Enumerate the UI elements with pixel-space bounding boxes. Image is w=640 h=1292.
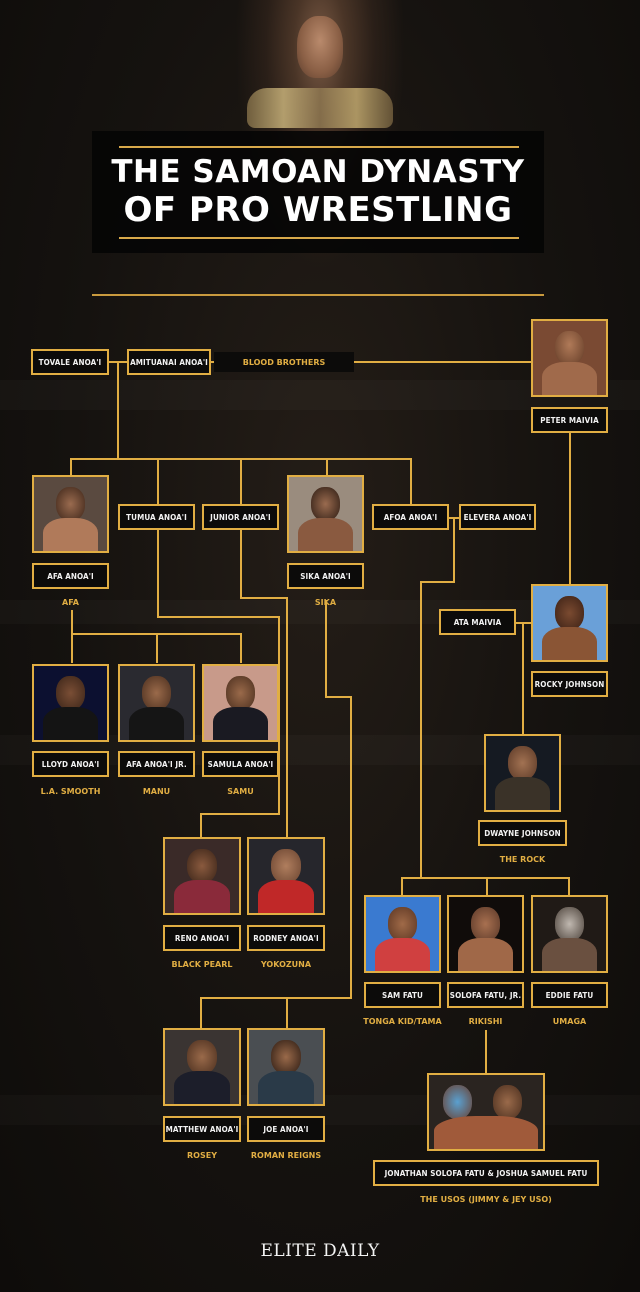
name-box-eddie-fatu: EDDIE FATU [531,982,608,1008]
name-box-sam-fatu: SAM FATU [364,982,441,1008]
alias-reno: BLACK PEARL [171,960,233,969]
alias-sika: SIKA [314,598,337,607]
photo-matthew [163,1028,241,1106]
photo-samula [202,664,279,742]
name-box-amituanai: AMITUANAI ANOA'I [127,349,211,375]
title-line-1: THE SAMOAN DYNASTY [111,154,525,190]
name-box-samula: SAMULA ANOA'I [202,751,279,777]
name-box-matthew: MATTHEW ANOA'I [163,1116,241,1142]
name-box-sika: SIKA ANOA'I [287,563,364,589]
alias-lloyd: L.A. SMOOTH [40,787,101,796]
name-box-junior: JUNIOR ANOA'I [202,504,279,530]
alias-joe: ROMAN REIGNS [250,1151,322,1160]
alias-samula: SAMU [227,787,254,796]
alias-sam-fatu: TONGA KID/TAMA [363,1017,442,1026]
name-box-tumua: TUMUA ANOA'I [118,504,195,530]
photo-usos [427,1073,545,1151]
title-bottom-rule [119,237,519,239]
title-box [92,131,544,253]
name-box-tovale: TOVALE ANOA'I [31,349,109,375]
separator-rule [92,294,544,296]
alias-usos: THE USOS (JIMMY & JEY USO) [420,1195,552,1204]
brand-logo: ELITE DAILY [260,1241,380,1261]
name-box-afoa: AFOA ANOA'I [372,504,449,530]
alias-afa-jr: MANU [142,787,171,796]
photo-solofa-fatu-jr [447,895,524,973]
photo-lloyd [32,664,109,742]
name-box-elevera: ELEVERA ANOA'I [459,504,536,530]
photo-joe [247,1028,325,1106]
name-box-usos: JONATHAN SOLOFA FATU & JOSHUA SAMUEL FAT… [373,1160,599,1186]
title-top-rule [119,146,519,148]
photo-sika [287,475,364,553]
name-box-rocky-johnson: ROCKY JOHNSON [531,671,608,697]
name-box-afa-jr: AFA ANOA'I JR. [118,751,195,777]
alias-dwayne-johnson: THE ROCK [499,855,546,864]
photo-dwayne-johnson [484,734,561,812]
photo-rodney [247,837,325,915]
name-box-lloyd: LLOYD ANOA'I [32,751,109,777]
name-box-reno: RENO ANOA'I [163,925,241,951]
photo-peter-maivia [531,319,608,397]
name-box-joe: JOE ANOA'I [247,1116,325,1142]
photo-sam-fatu [364,895,441,973]
championship-belt [247,88,393,128]
hero-face [297,16,343,78]
name-box-ata-maivia: ATA MAIVIA [439,609,516,635]
blood-brothers-label: BLOOD BROTHERS [214,352,354,372]
name-box-solofa-fatu-jr: SOLOFA FATU, JR. [447,982,524,1008]
alias-matthew: ROSEY [187,1151,217,1160]
photo-rocky-johnson [531,584,608,662]
alias-solofa-fatu-jr: RIKISHI [468,1017,503,1026]
alias-eddie-fatu: UMAGA [552,1017,587,1026]
alias-afa: AFA [62,598,79,607]
name-box-peter-maivia: PETER MAIVIA [531,407,608,433]
name-box-dwayne-johnson: DWAYNE JOHNSON [478,820,567,846]
photo-afa-jr [118,664,195,742]
photo-eddie-fatu [531,895,608,973]
title-line-2: OF PRO WRESTLING [123,190,513,230]
name-box-afa: AFA ANOA'I [32,563,109,589]
photo-afa [32,475,109,553]
photo-reno [163,837,241,915]
alias-rodney: YOKOZUNA [260,960,312,969]
name-box-rodney: RODNEY ANOA'I [247,925,325,951]
